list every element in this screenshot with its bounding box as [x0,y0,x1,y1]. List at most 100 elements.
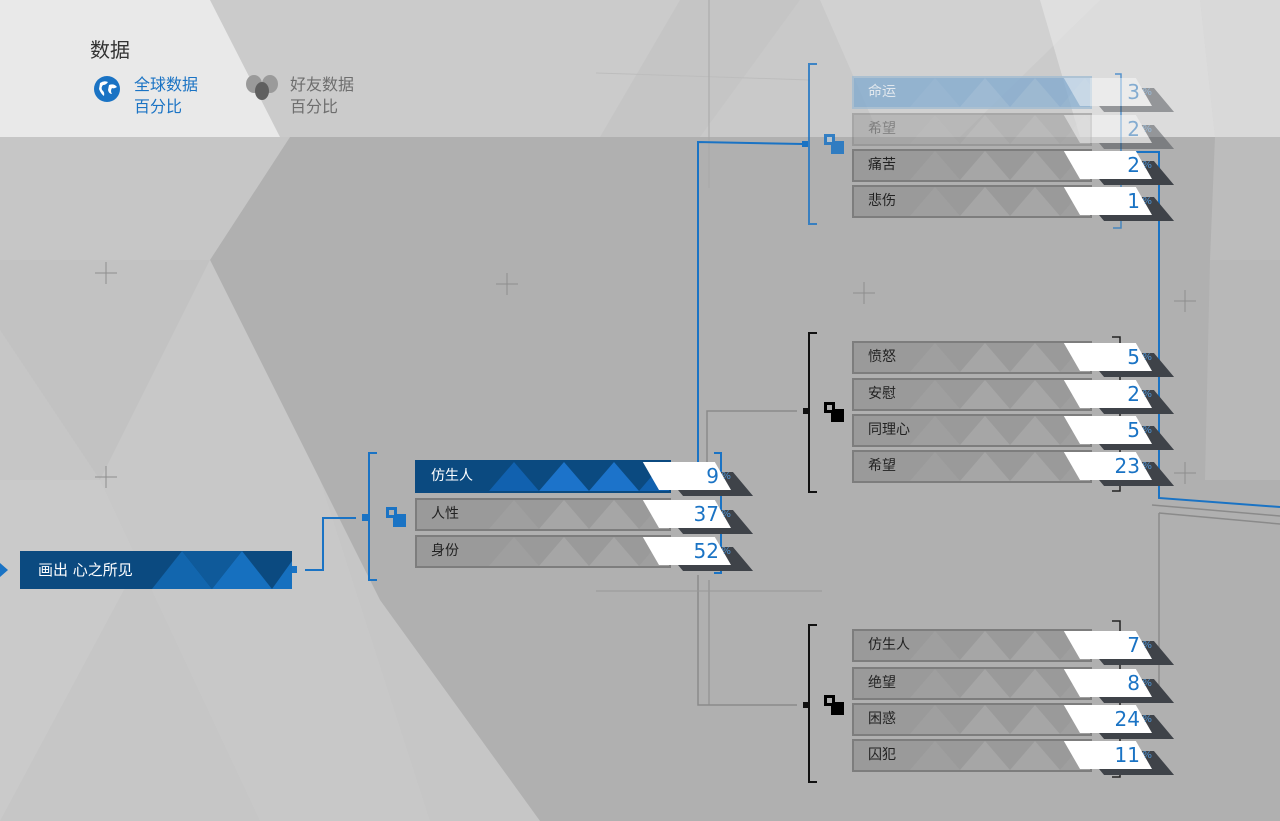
page-title: 数据 [90,38,130,62]
option-node[interactable]: 仿生人 [415,460,671,493]
option-node[interactable]: 绝望 [852,667,1092,700]
option-label: 囚犯 [868,747,896,763]
percent-sign: % [1142,87,1152,98]
option-node[interactable]: 同理心 [852,414,1092,447]
option-node[interactable]: 愤怒 [852,341,1092,374]
tab-friend-sublabel: 百分比 [290,97,339,116]
triangle-pattern [910,78,1090,107]
option-label: 痛苦 [868,157,896,173]
percent-badge: 5% [1063,416,1175,452]
percent-sign: % [721,546,731,557]
triangle-pattern [910,669,1090,698]
option-label: 希望 [868,458,896,474]
percent-value: 5 [1127,345,1140,369]
percent-sign: % [1142,750,1152,761]
percent-badge: 11% [1063,741,1175,777]
crosshair-marks [95,262,1196,488]
percent-value: 3 [1127,80,1140,104]
triangle-pattern [910,705,1090,734]
triangle-pattern [489,500,669,529]
tab-friend-label: 好友数据 [290,75,355,94]
percent-badge: 3% [1063,78,1175,114]
percent-value: 2 [1127,117,1140,141]
option-node[interactable]: 命运 [852,76,1092,109]
percent-badge: 8% [1063,669,1175,705]
percent-value: 23 [1114,454,1140,478]
percent-sign: % [721,471,731,482]
group-expand-icon[interactable] [823,401,845,423]
triangle-pattern [489,462,669,491]
percent-sign: % [1142,714,1152,725]
percent-value: 11 [1114,743,1140,767]
option-node[interactable]: 希望 [852,450,1092,483]
percent-badge: 9% [642,462,754,498]
percent-sign: % [1142,124,1152,135]
percent-badge: 2% [1063,115,1175,151]
percent-sign: % [1142,389,1152,400]
percent-value: 7 [1127,633,1140,657]
percent-badge: 5% [1063,343,1175,379]
root-node[interactable]: 画出 心之所见 [20,551,292,589]
root-node-label: 画出 心之所见 [38,561,133,579]
option-label: 悲伤 [868,193,896,209]
triangle-pattern [910,380,1090,409]
option-label: 同理心 [868,422,910,438]
option-label: 人性 [431,506,459,522]
percent-badge: 2% [1063,151,1175,187]
option-node[interactable]: 悲伤 [852,185,1092,218]
percent-sign: % [1142,461,1152,472]
percent-badge: 7% [1063,631,1175,667]
percent-badge: 52% [642,537,754,573]
triangle-pattern [910,187,1090,216]
percent-badge: 37% [642,500,754,536]
group-expand-icon[interactable] [385,506,407,528]
triangle-pattern [960,115,1060,144]
percent-sign: % [1142,425,1152,436]
percent-value: 37 [693,502,719,526]
percent-sign: % [1142,640,1152,651]
tab-global-sublabel: 百分比 [134,97,183,116]
percent-value: 8 [1127,671,1140,695]
option-node[interactable]: 安慰 [852,378,1092,411]
percent-value: 9 [706,464,719,488]
option-node[interactable]: 身份 [415,535,671,568]
option-node[interactable]: 仿生人 [852,629,1092,662]
triangle-pattern [910,631,1090,660]
tab-global-label: 全球数据 [134,75,199,94]
option-node[interactable]: 痛苦 [852,149,1092,182]
tab-friend-data[interactable]: 好友数据 百分比 [244,74,354,118]
percent-badge: 23% [1063,452,1175,488]
percent-sign: % [1142,678,1152,689]
tab-global-data[interactable]: 全球数据 百分比 [92,74,198,118]
option-node[interactable]: 人性 [415,498,671,531]
percent-sign: % [1142,196,1152,207]
option-node[interactable]: 困惑 [852,703,1092,736]
option-label: 愤怒 [868,349,896,365]
percent-badge: 24% [1063,705,1175,741]
triangle-pattern [910,343,1090,372]
option-label: 困惑 [868,711,896,727]
triangle-pattern [910,452,1090,481]
percent-value: 24 [1114,707,1140,731]
percent-sign: % [721,509,731,520]
percent-value: 5 [1127,418,1140,442]
option-label: 绝望 [868,675,896,691]
root-arrow-icon [0,563,8,577]
option-node[interactable]: 囚犯 [852,739,1092,772]
percent-badge: 2% [1063,380,1175,416]
group-expand-icon[interactable] [823,694,845,716]
percent-badge: 1% [1063,187,1175,223]
percent-sign: % [1142,352,1152,363]
triangle-pattern [910,416,1090,445]
globe-icon [94,76,120,102]
option-label: 身份 [431,543,459,559]
option-node[interactable]: 希望 [852,113,1092,146]
percent-value: 52 [693,539,719,563]
triangle-pattern [910,151,1090,180]
percent-value: 2 [1127,153,1140,177]
option-label: 仿生人 [431,468,473,484]
group-expand-icon[interactable] [823,133,845,155]
triangle-pattern [489,537,669,566]
percent-value: 1 [1127,189,1140,213]
